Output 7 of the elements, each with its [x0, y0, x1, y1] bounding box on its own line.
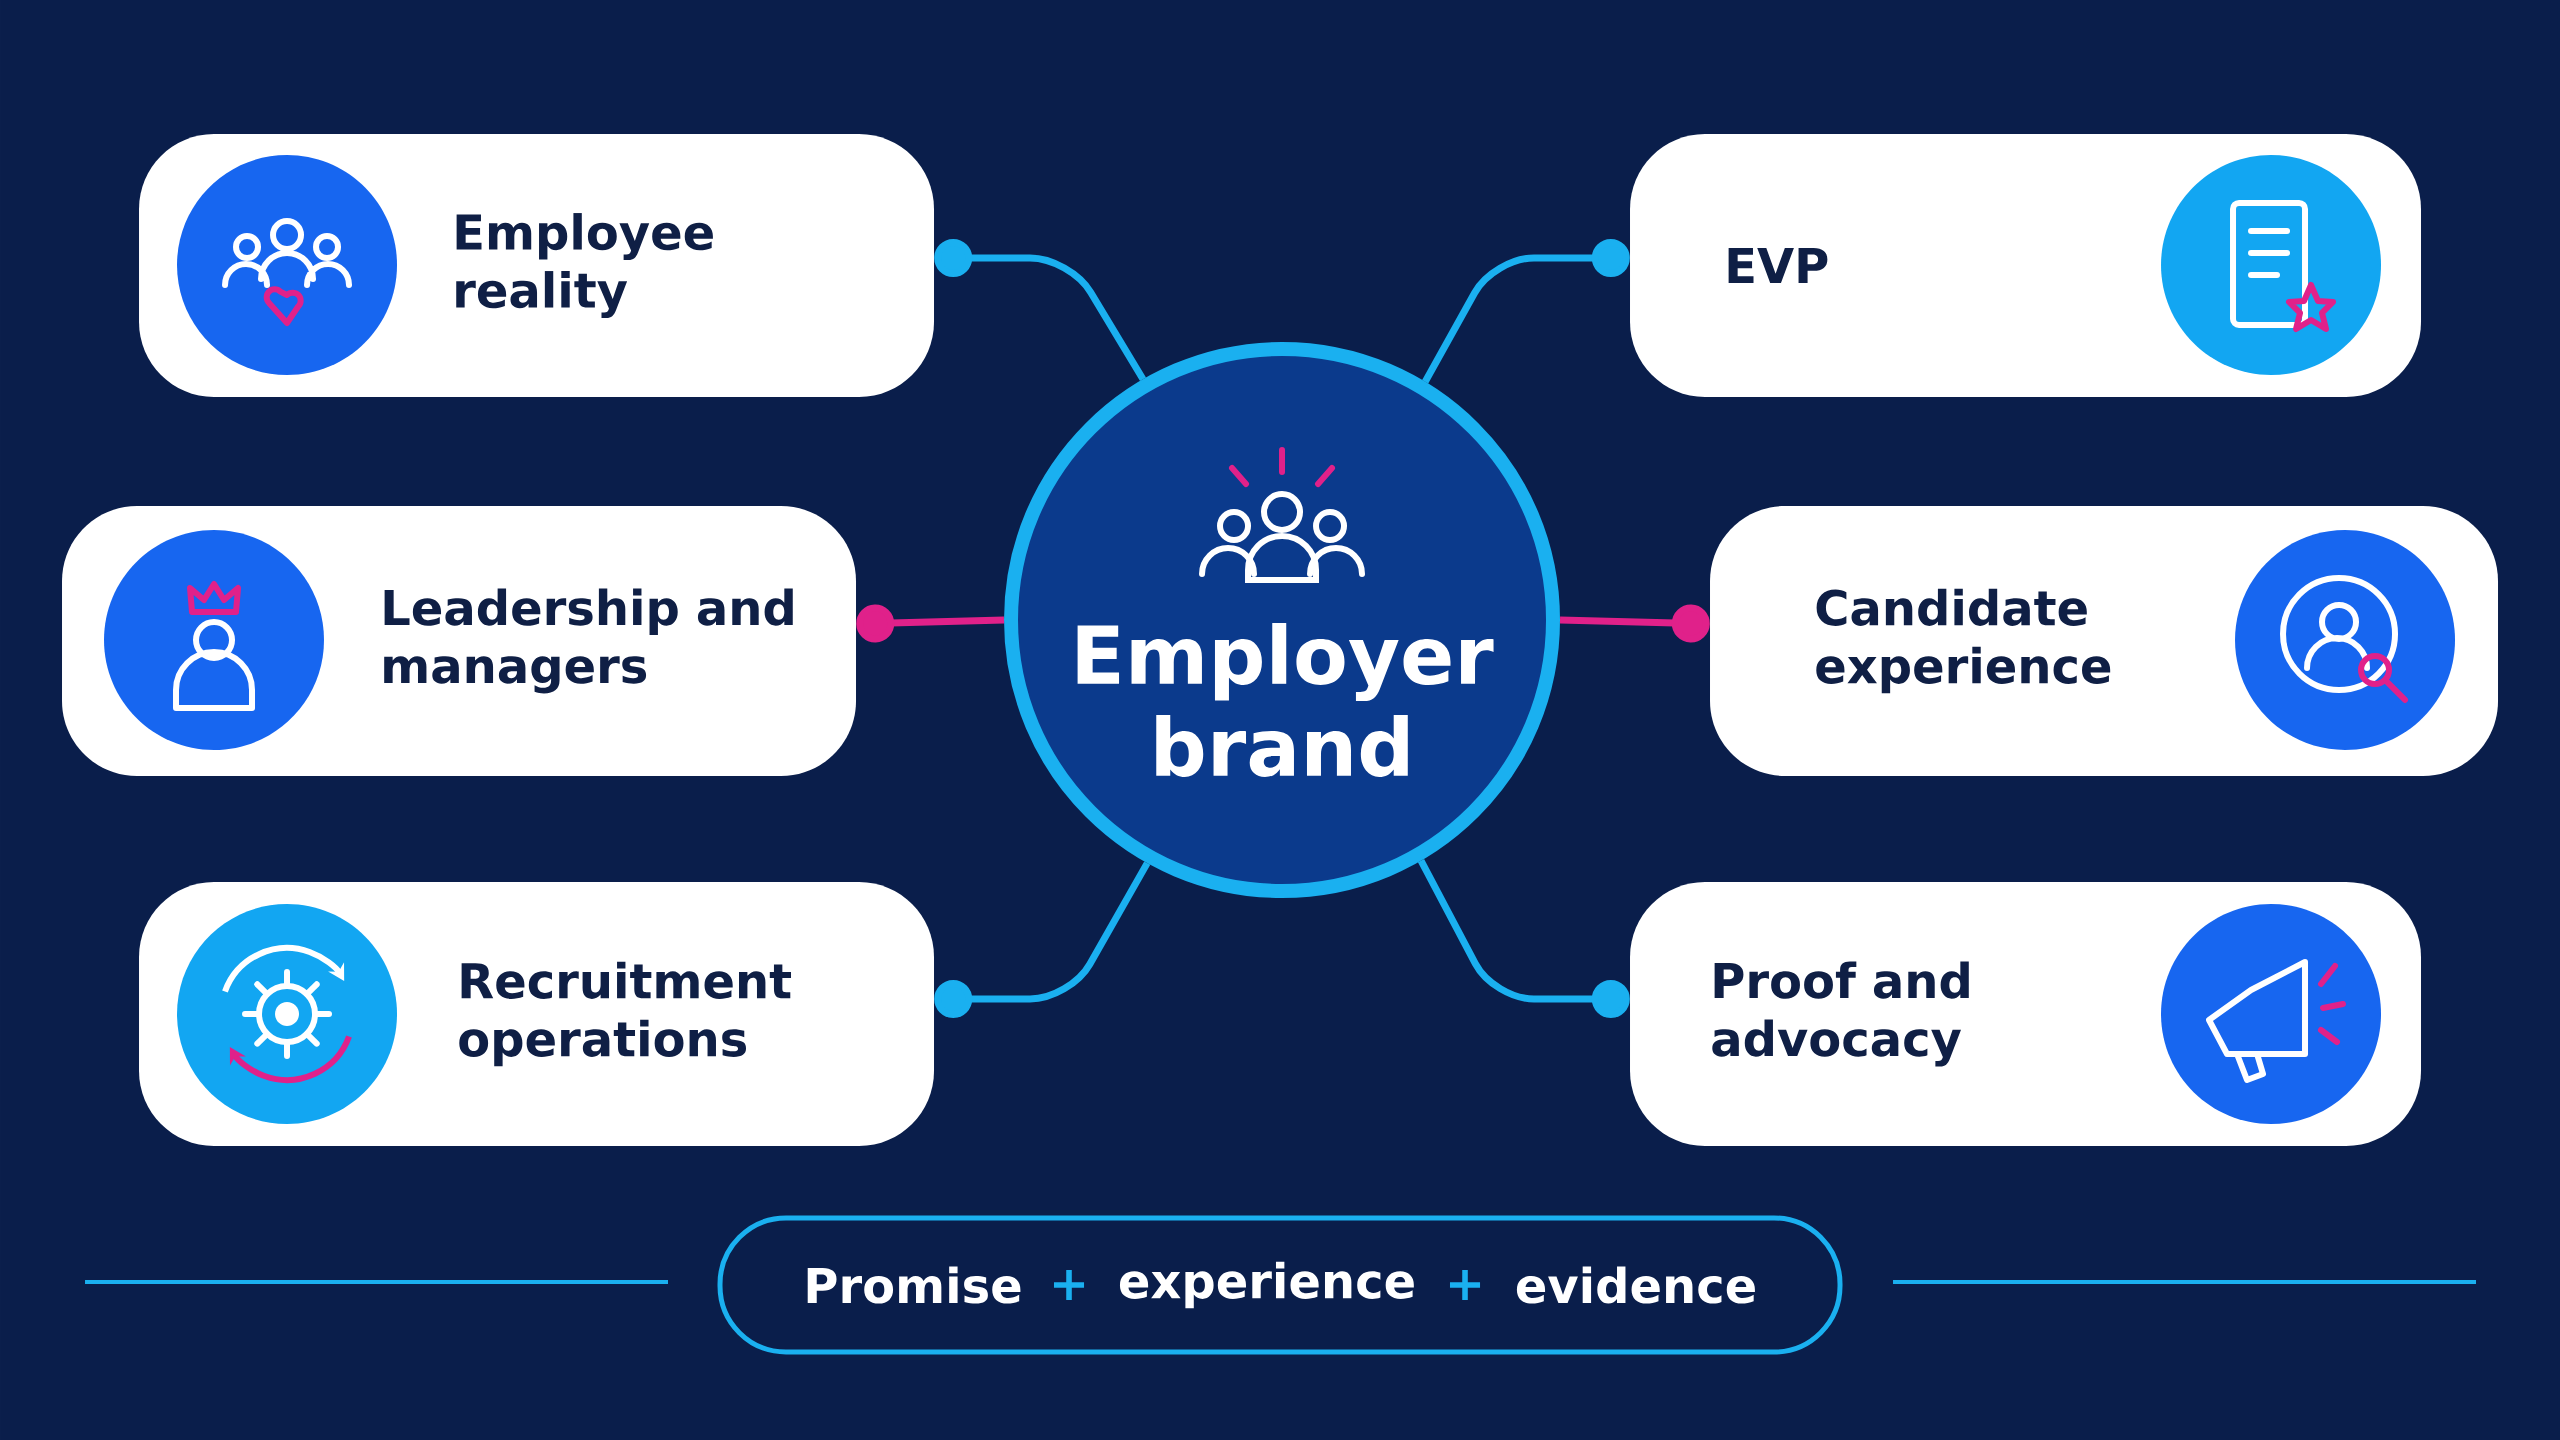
connector — [1422, 239, 1630, 384]
connector — [934, 239, 1147, 382]
summary-pill: Promise + experience + evidence — [717, 1215, 1843, 1355]
connector — [934, 861, 1151, 1018]
connector — [856, 604, 1005, 643]
connector — [1417, 859, 1630, 1018]
connector — [1559, 604, 1710, 643]
